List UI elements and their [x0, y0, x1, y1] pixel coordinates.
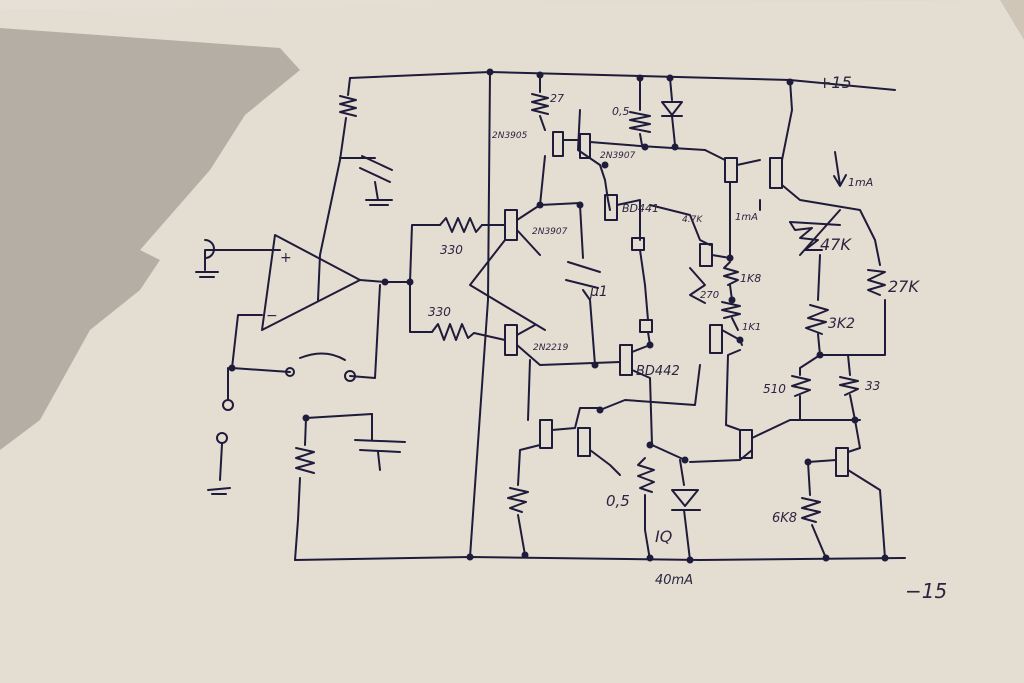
- bd441-label: BD441: [622, 202, 659, 215]
- output-stage: [599, 77, 743, 561]
- r47k-label: 47K: [820, 235, 852, 254]
- arrow-1ma: [833, 151, 847, 187]
- output-filter: [294, 413, 406, 561]
- r1k1-label: 1K1: [742, 322, 761, 333]
- r4k7-label: 4.7K: [682, 215, 703, 225]
- i-1ma-mid-label: 1mA: [735, 212, 758, 223]
- vminus-label: −15: [905, 579, 947, 603]
- c-u1-label: μ1: [589, 284, 608, 300]
- r330b-label: 330: [428, 305, 451, 319]
- r270-label: 270: [700, 290, 719, 301]
- i-1ma-right-label: 1mA: [848, 176, 873, 189]
- r510-label: 510: [763, 382, 786, 396]
- iq-label: IQ: [655, 527, 672, 546]
- r1k8-label: 1K8: [740, 272, 761, 285]
- r05-top-label: 0,5: [612, 105, 630, 118]
- vplus-label: +15: [818, 73, 852, 92]
- q-2n3907-label: 2N3907: [600, 151, 636, 161]
- junction-dots: [228, 68, 889, 564]
- resistors-330: [409, 217, 506, 341]
- r3k2-label: 3K2: [828, 316, 855, 332]
- opamp-minus-label: −: [266, 308, 278, 324]
- r27-label: 27: [550, 92, 564, 105]
- i-40ma-label: 40mA: [655, 573, 693, 588]
- r330a-label: 330: [440, 243, 463, 257]
- r05-bot-label: 0,5: [606, 492, 630, 510]
- q-2n3907b-label: 2N3907: [532, 227, 568, 237]
- opamp-plus-label: +: [280, 250, 292, 266]
- r27k-label: 27K: [888, 277, 920, 296]
- q-2n3905-label: 2N3905: [492, 131, 528, 141]
- bd442-label: BD442: [636, 364, 680, 379]
- opamp: [207, 234, 411, 495]
- r33-label: 33: [865, 379, 880, 393]
- bias-current-sources: [689, 79, 886, 559]
- q-2n2219-label: 2N2219: [533, 343, 569, 353]
- r6k8-label: 6K8: [772, 511, 797, 526]
- lower-transistor-pair: [507, 407, 621, 556]
- left-input-network: [195, 77, 393, 301]
